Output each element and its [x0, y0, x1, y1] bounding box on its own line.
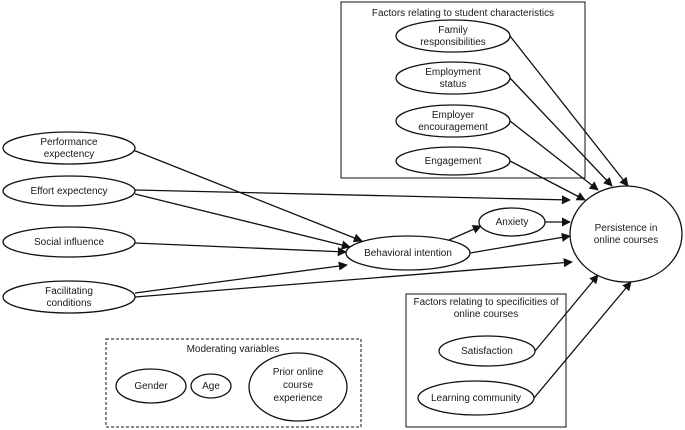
- prior-label-line3: experience: [274, 393, 323, 404]
- edge-effort-to-behavioral: [134, 193, 351, 250]
- persistence-label-line1: Persistence in: [595, 223, 658, 234]
- edge-facilitating-to-behavioral: [134, 261, 348, 294]
- node-facilitating-conditions: Facilitating conditions: [2, 280, 136, 314]
- prior-label-line1: Prior online: [273, 367, 324, 378]
- node-social-influence: Social influence: [2, 226, 136, 258]
- moderating-variables-title: Moderating variables: [187, 344, 280, 355]
- node-gender: Gender: [115, 368, 187, 404]
- node-anxiety: Anxiety: [478, 207, 546, 237]
- edge-family-to-persistence: [509, 35, 629, 187]
- student-characteristics-box: Factors relating to student characterist…: [340, 1, 586, 179]
- edges-layer: [132, 35, 632, 399]
- course-specificities-title-line1: Factors relating to specificities of: [413, 297, 558, 308]
- node-prior-online-course-experience: Prior online course experience: [248, 352, 348, 422]
- employment-label-line2: status: [440, 79, 467, 90]
- node-employment-status: Employment status: [395, 61, 511, 95]
- family-label-line1: Family: [438, 25, 467, 36]
- node-behavioral-intention: Behavioral intention: [345, 235, 471, 271]
- node-persistence-in-online-courses: Persistence in online courses: [569, 185, 683, 283]
- facilitating-label-line2: conditions: [46, 298, 91, 309]
- node-performance-expectency: Performance expectency: [2, 131, 136, 165]
- learning-label: Learning community: [431, 393, 521, 404]
- moderating-variables-box: Moderating variables: [105, 338, 362, 428]
- edge-engagement-to-persistence: [509, 160, 586, 201]
- node-learning-community: Learning community: [417, 380, 535, 416]
- prior-label-line2: course: [283, 380, 313, 391]
- facilitating-label-line1: Facilitating: [45, 286, 93, 297]
- node-effort-expectency: Effort expectency: [2, 175, 136, 207]
- social-label: Social influence: [34, 237, 104, 248]
- effort-label: Effort expectency: [30, 186, 107, 197]
- persistence-label-line2: online courses: [594, 235, 658, 246]
- edge-employer-to-persistence: [509, 120, 599, 191]
- edge-performance-to-behavioral: [132, 149, 363, 243]
- performance-label-line2: expectency: [44, 149, 95, 160]
- behavioral-label: Behavioral intention: [364, 248, 452, 259]
- student-characteristics-title: Factors relating to student characterist…: [372, 8, 554, 19]
- node-satisfaction: Satisfaction: [438, 335, 536, 367]
- performance-label-line1: Performance: [40, 137, 98, 148]
- edge-learning-to-persistence: [533, 281, 632, 399]
- employment-label-line1: Employment: [425, 67, 481, 78]
- edge-behavioral-to-persistence: [469, 232, 571, 254]
- node-employer-encouragement: Employer encouragement: [395, 104, 511, 138]
- edge-behavioral-to-anxiety: [448, 225, 482, 241]
- employer-label-line2: encouragement: [418, 122, 488, 133]
- satisfaction-label: Satisfaction: [461, 346, 513, 357]
- edge-facilitating-to-persistence: [134, 258, 573, 298]
- age-label: Age: [202, 381, 220, 392]
- employer-label-line1: Employer: [432, 110, 475, 121]
- edge-employment-to-persistence: [509, 77, 613, 187]
- node-family-responsibilities: Family responsibilities: [395, 19, 511, 53]
- node-age: Age: [190, 373, 232, 399]
- course-specificities-title-line2: online courses: [454, 309, 518, 320]
- gender-label: Gender: [134, 381, 168, 392]
- edge-effort-to-persistence: [134, 189, 571, 205]
- anxiety-label: Anxiety: [496, 217, 529, 228]
- family-label-line2: responsibilities: [420, 37, 486, 48]
- engagement-label: Engagement: [425, 156, 482, 167]
- edge-social-to-behavioral: [134, 242, 347, 257]
- node-engagement: Engagement: [395, 146, 511, 176]
- edge-satisfaction-to-persistence: [534, 274, 599, 352]
